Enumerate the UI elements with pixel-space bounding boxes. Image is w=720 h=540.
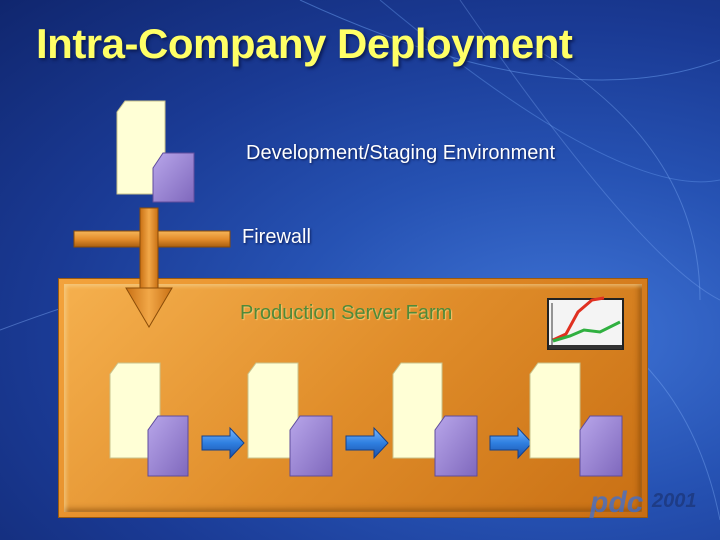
server-icon — [529, 362, 581, 459]
firewall-label: Firewall — [242, 226, 311, 248]
pdc-logo-year: 2001 — [652, 490, 697, 512]
development-label: Development/Staging Environment — [246, 142, 556, 164]
database-icon — [289, 415, 333, 477]
server-icon — [392, 362, 443, 459]
database-icon — [434, 415, 478, 477]
flow-arrow-icon — [489, 426, 533, 460]
production-label: Production Server Farm — [240, 302, 453, 324]
flow-arrow-icon — [201, 426, 245, 460]
flow-arrow-icon — [345, 426, 389, 460]
deploy-arrow-icon — [125, 207, 173, 328]
pdc-logo: pdc — [590, 486, 644, 519]
slide-title: Intra-Company Deployment — [36, 20, 573, 67]
development-database-icon — [152, 152, 195, 203]
database-icon — [147, 415, 189, 477]
server-icon — [247, 362, 299, 459]
performance-chart-icon — [547, 296, 624, 350]
database-icon — [579, 415, 623, 477]
